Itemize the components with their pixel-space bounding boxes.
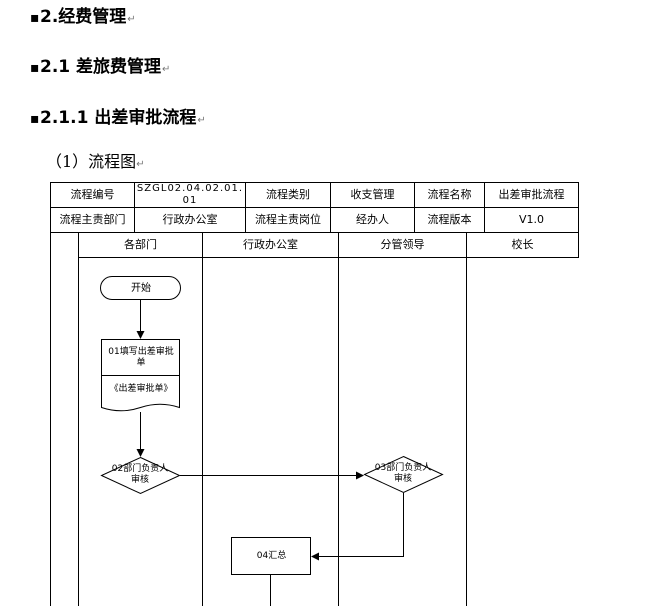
- lane-header-admin-office: 行政办公室: [243, 238, 298, 251]
- table-cell-label: 流程主责岗位: [255, 213, 321, 226]
- table-cell-label: 流程名称: [427, 188, 472, 201]
- paragraph-mark-icon: ↵: [127, 14, 136, 25]
- connector-03-to-04: [311, 493, 404, 561]
- bullet-icon: ▪: [30, 60, 40, 76]
- bullet-icon: ▪: [30, 10, 40, 26]
- paragraph-mark-icon: ↵: [136, 159, 145, 170]
- section-heading-2-1-1: ▪2.1.1 出差审批流程↵: [30, 103, 206, 128]
- table-cell-label: 流程类别: [266, 188, 310, 201]
- table-cell-value: 经办人: [356, 213, 389, 226]
- decision-node-03: [363, 455, 444, 494]
- table-cell-value: 收支管理: [350, 188, 395, 201]
- heading-text: 2.1.1 出差审批流程: [40, 108, 197, 128]
- decision-node-02: [100, 456, 181, 495]
- bullet-icon: ▪: [30, 111, 40, 127]
- lane-header-vice-leader: 分管领导: [380, 238, 425, 251]
- node-01-document: 《出差审批单》: [109, 383, 173, 394]
- info-table-grid: [50, 182, 579, 233]
- subheading-flowchart: （1）流程图↵: [46, 148, 145, 172]
- node-02-label: 02部门负责人审核: [111, 464, 169, 485]
- node-01-title: 01填写出差审批单: [108, 347, 174, 368]
- paragraph-mark-icon: ↵: [197, 115, 206, 126]
- heading-text: 2.经费管理: [40, 7, 127, 27]
- table-cell-label: 流程主责部门: [59, 213, 126, 226]
- subheading-text: （1）流程图: [46, 152, 137, 171]
- lane-header-departments: 各部门: [124, 238, 157, 251]
- swimlane-grid: [50, 232, 579, 606]
- table-cell-value: 行政办公室: [162, 213, 218, 226]
- start-node-label: 开始: [131, 283, 151, 294]
- table-cell-value: V1.0: [518, 213, 545, 226]
- table-cell-value: SZGL02.04.02.01.01: [136, 183, 244, 206]
- section-heading-2-1: ▪2.1 差旅费管理↵: [30, 52, 170, 77]
- section-heading-2: ▪2.经费管理↵: [30, 2, 136, 27]
- node-03-label: 03部门负责人审核: [374, 463, 432, 484]
- process-node-04: [231, 537, 311, 575]
- lane-header-president: 校长: [511, 238, 534, 251]
- table-cell-label: 流程编号: [70, 188, 115, 201]
- table-cell-value: 出差审批流程: [498, 188, 565, 201]
- start-node: [100, 276, 181, 300]
- table-cell-label: 流程版本: [427, 213, 472, 226]
- node-04-label: 04汇总: [256, 551, 287, 561]
- paragraph-mark-icon: ↵: [162, 64, 171, 75]
- heading-text: 2.1 差旅费管理: [40, 57, 162, 77]
